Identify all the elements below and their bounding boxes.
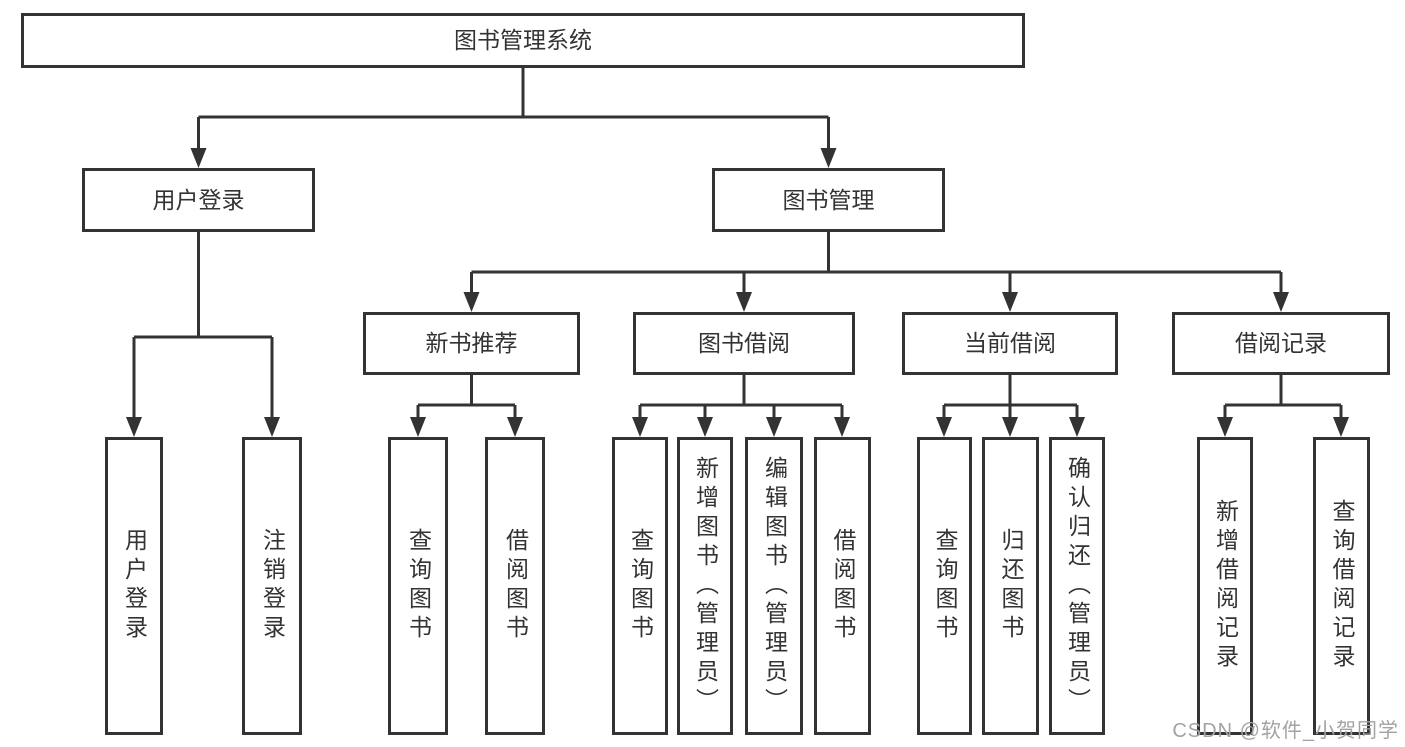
leaf-borrow-query-books: 查询图书 bbox=[612, 437, 668, 735]
node-current-borrow: 当前借阅 bbox=[902, 312, 1118, 375]
node-root-library-system: 图书管理系统 bbox=[21, 13, 1025, 68]
leaf-borrow-borrow-books: 借阅图书 bbox=[814, 437, 871, 735]
leaf-records-query-record: 查询借阅记录 bbox=[1313, 437, 1370, 735]
leaf-records-add-record: 新增借阅记录 bbox=[1197, 437, 1253, 735]
arrowhead-icons bbox=[126, 148, 1349, 437]
leaf-current-query-books: 查询图书 bbox=[917, 437, 972, 735]
leaf-logout-login: 注销登录 bbox=[242, 437, 302, 735]
node-new-book-recommend: 新书推荐 bbox=[363, 312, 580, 375]
node-book-borrow: 图书借阅 bbox=[633, 312, 855, 375]
leaf-borrow-edit-books-admin: 编辑图书（管理员） bbox=[745, 437, 803, 735]
tree-edges bbox=[132, 68, 1343, 421]
node-user-login: 用户登录 bbox=[82, 168, 315, 232]
leaf-borrow-add-books-admin: 新增图书（管理员） bbox=[677, 437, 733, 735]
leaf-recommend-query-books: 查询图书 bbox=[388, 437, 448, 735]
leaf-current-confirm-return-admin: 确认归还（管理员） bbox=[1049, 437, 1105, 735]
leaf-recommend-borrow-books: 借阅图书 bbox=[485, 437, 545, 735]
node-borrow-records: 借阅记录 bbox=[1172, 312, 1390, 375]
node-book-management: 图书管理 bbox=[712, 168, 945, 232]
leaf-user-login: 用户登录 bbox=[105, 437, 163, 735]
leaf-current-return-books: 归还图书 bbox=[982, 437, 1039, 735]
watermark-text: CSDN @软件_小贺同学 bbox=[1172, 720, 1399, 742]
